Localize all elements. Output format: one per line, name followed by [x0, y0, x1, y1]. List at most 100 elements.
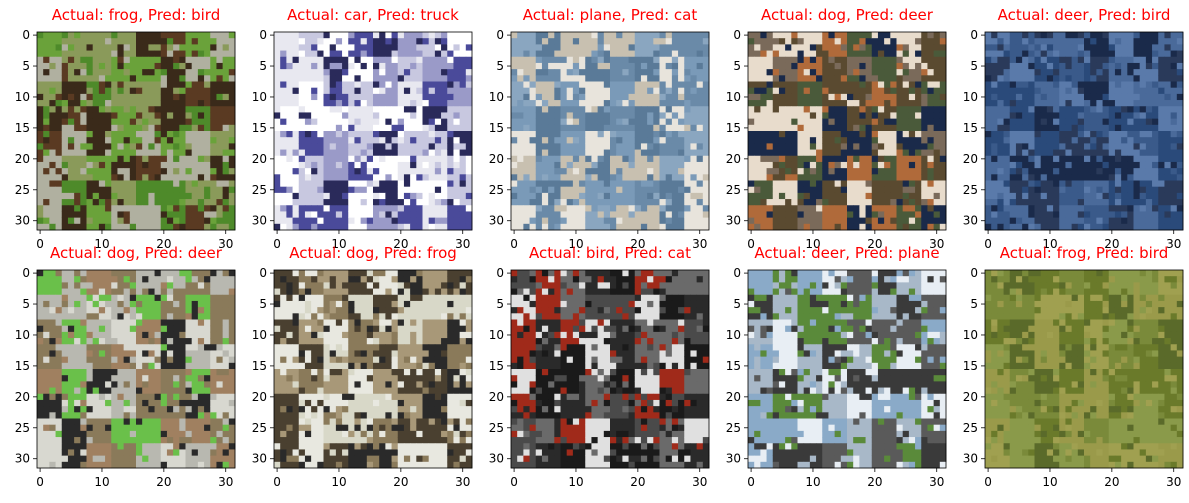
- y-tick-label: 30: [252, 452, 267, 466]
- x-tick-label: 10: [1042, 475, 1057, 489]
- x-tick-label: 0: [273, 237, 281, 251]
- x-tick-label: 20: [1104, 475, 1119, 489]
- x-tick-label: 30: [929, 237, 944, 251]
- x-tick-label: 10: [805, 237, 820, 251]
- y-tick-label: 30: [963, 452, 978, 466]
- y-tick-label: 15: [15, 121, 30, 135]
- sample-image: [985, 270, 1184, 469]
- x-tick-label: 0: [510, 475, 518, 489]
- x-tick-label: 10: [331, 475, 346, 489]
- x-tick-label: 0: [510, 237, 518, 251]
- y-tick-label: 30: [489, 452, 504, 466]
- x-tick-label: 10: [568, 475, 583, 489]
- y-tick-label: 5: [970, 59, 978, 73]
- axes-frame: [273, 31, 473, 231]
- x-tick-label: 0: [36, 475, 44, 489]
- x-tick-label: 20: [156, 237, 171, 251]
- sample-image: [748, 270, 947, 469]
- y-tick-label: 15: [963, 359, 978, 373]
- y-tick-label: 0: [22, 28, 30, 42]
- sample-image: [511, 270, 710, 469]
- y-tick-label: 20: [15, 390, 30, 404]
- x-tick-label: 10: [331, 237, 346, 251]
- sample-image: [985, 32, 1184, 231]
- x-tick-label: 30: [455, 237, 470, 251]
- x-tick-label: 30: [692, 475, 707, 489]
- y-tick-label: 15: [489, 359, 504, 373]
- sample-image: [37, 32, 236, 231]
- panel-title: Actual: plane, Pred: cat: [522, 6, 698, 24]
- y-tick-label: 0: [259, 28, 267, 42]
- x-tick-label: 0: [984, 237, 992, 251]
- y-tick-label: 20: [15, 152, 30, 166]
- y-tick-label: 15: [15, 359, 30, 373]
- axes-frame: [510, 31, 710, 231]
- axes-frame: [984, 269, 1184, 469]
- axes-frame: [747, 269, 947, 469]
- y-tick-label: 0: [259, 266, 267, 280]
- x-tick-label: 10: [568, 237, 583, 251]
- y-tick-label: 20: [252, 152, 267, 166]
- panel-title: Actual: frog, Pred: bird: [999, 244, 1169, 262]
- y-tick-label: 5: [22, 297, 30, 311]
- y-tick-label: 5: [496, 297, 504, 311]
- x-tick-label: 10: [94, 237, 109, 251]
- y-tick-label: 25: [963, 183, 978, 197]
- y-tick-label: 30: [15, 452, 30, 466]
- sample-image: [274, 270, 473, 469]
- y-tick-label: 15: [252, 359, 267, 373]
- axes-frame: [273, 269, 473, 469]
- panel-title: Actual: frog, Pred: bird: [51, 6, 221, 24]
- y-tick-label: 15: [489, 121, 504, 135]
- y-tick-label: 10: [15, 328, 30, 342]
- x-tick-label: 0: [747, 237, 755, 251]
- y-tick-label: 10: [489, 328, 504, 342]
- y-tick-label: 10: [726, 328, 741, 342]
- y-tick-label: 5: [733, 297, 741, 311]
- x-tick-label: 20: [393, 237, 408, 251]
- y-tick-label: 30: [489, 214, 504, 228]
- x-tick-label: 20: [867, 475, 882, 489]
- y-tick-label: 10: [252, 328, 267, 342]
- y-tick-label: 10: [489, 90, 504, 104]
- y-tick-label: 30: [15, 214, 30, 228]
- y-tick-label: 15: [252, 121, 267, 135]
- image-axes: 0 5 10 15 20 25 30 0 10 20 30: [489, 266, 710, 489]
- y-tick-label: 30: [726, 452, 741, 466]
- y-tick-label: 0: [733, 266, 741, 280]
- y-tick-label: 25: [489, 421, 504, 435]
- y-tick-label: 0: [733, 28, 741, 42]
- y-tick-label: 0: [496, 266, 504, 280]
- panel-title: Actual: dog, Pred: deer: [50, 244, 222, 262]
- y-tick-label: 20: [489, 152, 504, 166]
- y-tick-label: 30: [963, 214, 978, 228]
- y-tick-label: 5: [970, 297, 978, 311]
- y-tick-label: 20: [963, 390, 978, 404]
- y-tick-label: 25: [252, 421, 267, 435]
- y-tick-label: 20: [252, 390, 267, 404]
- sample-image: [511, 32, 710, 231]
- x-tick-label: 30: [218, 475, 233, 489]
- x-tick-label: 20: [630, 475, 645, 489]
- sample-image: [274, 32, 473, 231]
- x-tick-label: 20: [1104, 237, 1119, 251]
- y-tick-label: 15: [726, 359, 741, 373]
- y-tick-label: 20: [489, 390, 504, 404]
- x-tick-label: 10: [94, 475, 109, 489]
- x-tick-label: 0: [36, 237, 44, 251]
- x-tick-label: 10: [805, 475, 820, 489]
- panel-title: Actual: dog, Pred: frog: [289, 244, 457, 262]
- y-tick-label: 5: [259, 297, 267, 311]
- y-tick-label: 25: [15, 421, 30, 435]
- panel-title: Actual: deer, Pred: bird: [997, 6, 1171, 24]
- y-tick-label: 10: [726, 90, 741, 104]
- y-tick-label: 25: [252, 183, 267, 197]
- axes-frame: [36, 31, 236, 231]
- x-tick-label: 0: [984, 475, 992, 489]
- y-tick-label: 5: [733, 59, 741, 73]
